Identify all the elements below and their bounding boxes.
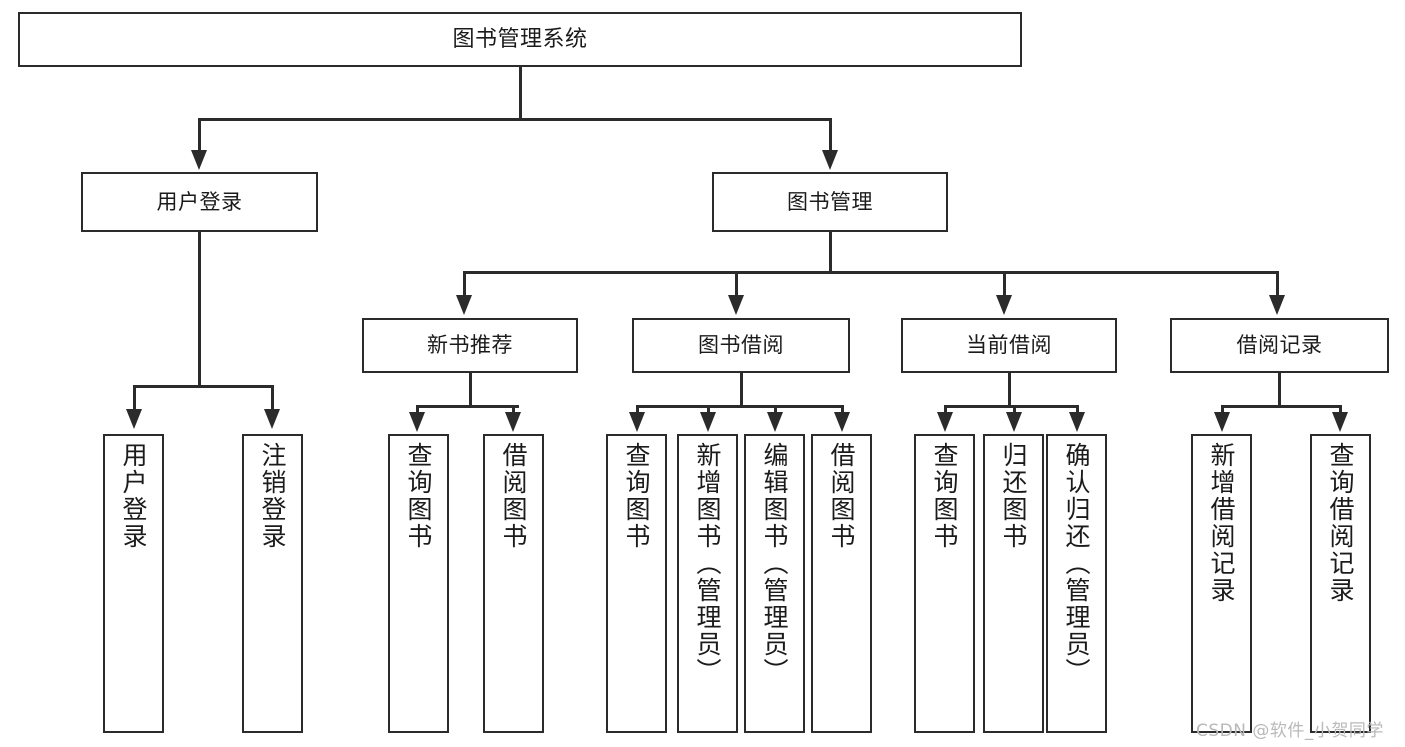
node-label: 查询图书 bbox=[404, 442, 433, 550]
node-label: 新书推荐 bbox=[427, 333, 513, 358]
leaf-node-edit-book[interactable]: 编辑图书（管理员） bbox=[744, 434, 805, 733]
arrowhead-leaf-return-book bbox=[1006, 412, 1022, 432]
connector-bm-drop-4 bbox=[1276, 271, 1279, 297]
arrowhead-leaf-query-record bbox=[1332, 412, 1348, 432]
node-label: 当前借阅 bbox=[966, 333, 1052, 358]
connector-cb-drop-2 bbox=[1013, 405, 1016, 415]
node-new-book-recommend[interactable]: 新书推荐 bbox=[362, 318, 578, 373]
connector-bb-bus bbox=[636, 405, 844, 408]
arrowhead-new-book-recommend bbox=[456, 295, 472, 315]
node-label: 编辑图书（管理员） bbox=[760, 442, 789, 685]
node-label: 用户登录 bbox=[156, 189, 243, 214]
connector-bm-drop-3 bbox=[1003, 271, 1006, 297]
connector-root-bus bbox=[198, 118, 832, 121]
connector-user-login-stem bbox=[198, 232, 201, 387]
arrowhead-leaf-query-book-3 bbox=[937, 412, 953, 432]
connector-bm-drop-2 bbox=[735, 271, 738, 297]
connector-root-to-book-management bbox=[829, 118, 832, 152]
arrowhead-borrow-record bbox=[1269, 295, 1285, 315]
connector-bb-drop-2 bbox=[707, 405, 710, 415]
connector-cb-bus bbox=[944, 405, 1078, 408]
connector-root-to-user-login bbox=[198, 118, 201, 152]
arrowhead-leaf-user-login bbox=[126, 409, 142, 429]
connector-nbr-bus bbox=[416, 405, 519, 408]
connector-nbr-drop-2 bbox=[512, 405, 515, 415]
connector-bb-drop-1 bbox=[636, 405, 639, 415]
connector-root-stem bbox=[519, 67, 522, 120]
arrowhead-leaf-borrow-book-2 bbox=[834, 412, 850, 432]
leaf-node-add-book[interactable]: 新增图书（管理员） bbox=[677, 434, 738, 733]
node-book-management[interactable]: 图书管理 bbox=[712, 172, 948, 232]
connector-cb-drop-3 bbox=[1076, 405, 1079, 415]
arrowhead-leaf-confirm-return bbox=[1069, 412, 1085, 432]
node-borrow-record[interactable]: 借阅记录 bbox=[1170, 318, 1389, 373]
connector-nbr-drop-1 bbox=[416, 405, 419, 415]
arrowhead-leaf-query-book-2 bbox=[629, 412, 645, 432]
node-label: 查询图书 bbox=[930, 442, 959, 550]
leaf-node-query-book-current[interactable]: 查询图书 bbox=[914, 434, 975, 733]
connector-bb-drop-3 bbox=[774, 405, 777, 415]
leaf-node-query-borrow-record[interactable]: 查询借阅记录 bbox=[1310, 434, 1371, 733]
node-label: 归还图书 bbox=[999, 442, 1028, 550]
node-current-borrow[interactable]: 当前借阅 bbox=[901, 318, 1117, 373]
connector-br-bus bbox=[1221, 405, 1342, 408]
arrowhead-leaf-query-book-1 bbox=[409, 412, 425, 432]
connector-book-management-stem bbox=[829, 232, 832, 273]
node-label: 确认归还（管理员） bbox=[1062, 442, 1091, 685]
leaf-node-query-book-recommend[interactable]: 查询图书 bbox=[388, 434, 449, 733]
node-label: 新增借阅记录 bbox=[1207, 442, 1236, 604]
leaf-node-borrow-book-recommend[interactable]: 借阅图书 bbox=[483, 434, 544, 733]
node-label: 查询借阅记录 bbox=[1326, 442, 1355, 604]
arrowhead-leaf-borrow-book-1 bbox=[505, 412, 521, 432]
connector-cb-drop-1 bbox=[944, 405, 947, 415]
arrowhead-leaf-add-book bbox=[700, 412, 716, 432]
node-label: 图书管理系统 bbox=[452, 26, 588, 52]
leaf-node-confirm-return[interactable]: 确认归还（管理员） bbox=[1046, 434, 1107, 733]
node-book-borrow[interactable]: 图书借阅 bbox=[632, 318, 850, 373]
connector-user-login-drop-2 bbox=[271, 385, 274, 411]
node-user-login[interactable]: 用户登录 bbox=[81, 172, 318, 232]
connector-bm-drop-1 bbox=[463, 271, 466, 297]
arrowhead-leaf-edit-book bbox=[767, 412, 783, 432]
node-label: 注销登录 bbox=[258, 442, 287, 550]
leaf-node-borrow-book[interactable]: 借阅图书 bbox=[811, 434, 872, 733]
connector-br-drop-2 bbox=[1339, 405, 1342, 415]
arrowhead-leaf-logout-login bbox=[264, 409, 280, 429]
node-label: 借阅图书 bbox=[499, 442, 528, 550]
node-label: 用户登录 bbox=[119, 442, 148, 550]
connector-user-login-drop-1 bbox=[133, 385, 136, 411]
node-label: 查询图书 bbox=[622, 442, 651, 550]
arrowhead-book-management bbox=[822, 150, 838, 170]
node-label: 新增图书（管理员） bbox=[693, 442, 722, 685]
node-label: 借阅图书 bbox=[827, 442, 856, 550]
node-label: 图书管理 bbox=[787, 189, 873, 214]
connector-user-login-bus bbox=[133, 385, 272, 388]
node-root-system[interactable]: 图书管理系统 bbox=[18, 12, 1022, 67]
node-label: 借阅记录 bbox=[1236, 333, 1323, 358]
connector-br-stem bbox=[1278, 373, 1281, 407]
leaf-node-return-book[interactable]: 归还图书 bbox=[983, 434, 1044, 733]
connector-nbr-stem bbox=[469, 373, 472, 407]
connector-bb-drop-4 bbox=[841, 405, 844, 415]
node-label: 图书借阅 bbox=[698, 333, 784, 358]
connector-br-drop-1 bbox=[1221, 405, 1224, 415]
leaf-node-logout-login[interactable]: 注销登录 bbox=[242, 434, 303, 733]
arrowhead-leaf-add-record bbox=[1214, 412, 1230, 432]
watermark-text: CSDN @软件_小贺同学 bbox=[1196, 721, 1384, 741]
arrowhead-book-borrow bbox=[728, 295, 744, 315]
leaf-node-query-book-borrow[interactable]: 查询图书 bbox=[606, 434, 667, 733]
arrowhead-current-borrow bbox=[996, 295, 1012, 315]
leaf-node-user-login[interactable]: 用户登录 bbox=[103, 434, 164, 733]
connector-bb-stem bbox=[740, 373, 743, 407]
connector-cb-stem bbox=[1008, 373, 1011, 407]
connector-book-management-bus bbox=[463, 271, 1279, 274]
arrowhead-user-login bbox=[191, 150, 207, 170]
leaf-node-add-borrow-record[interactable]: 新增借阅记录 bbox=[1191, 434, 1252, 733]
